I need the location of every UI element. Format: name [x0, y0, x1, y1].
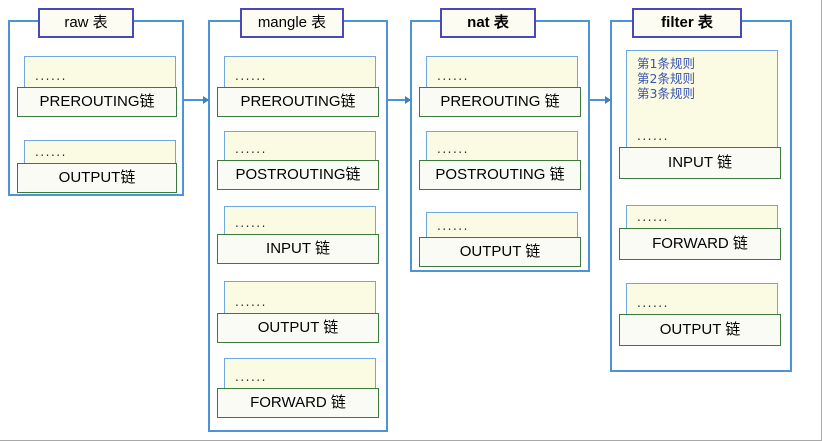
chain-box-mangle-2: INPUT 链 — [217, 234, 379, 264]
chain-box-nat-0: PREROUTING 链 — [419, 87, 581, 117]
arrow-raw-to-mangle — [184, 96, 209, 104]
ellipsis-dots: ...... — [437, 69, 469, 83]
ellipsis-dots: ...... — [637, 296, 669, 310]
ellipsis-dots: ...... — [35, 69, 67, 83]
chain-box-mangle-3: OUTPUT 链 — [217, 313, 379, 343]
ellipsis-dots: ...... — [235, 295, 267, 309]
rule-line: 第3条规则 — [637, 86, 695, 101]
table-title-raw: raw 表 — [38, 8, 134, 38]
chain-box-raw-0: PREROUTING链 — [17, 87, 177, 117]
ellipsis-dots: ...... — [35, 145, 67, 159]
table-title-nat: nat 表 — [440, 8, 536, 38]
ellipsis-dots: ...... — [235, 69, 267, 83]
chain-box-nat-2: OUTPUT 链 — [419, 237, 581, 267]
table-title-mangle: mangle 表 — [240, 8, 344, 38]
ellipsis-dots: ...... — [235, 216, 267, 230]
chain-box-mangle-0: PREROUTING链 — [217, 87, 379, 117]
chain-box-nat-1: POSTROUTING 链 — [419, 160, 581, 190]
chain-box-filter-0: INPUT 链 — [619, 147, 781, 179]
arrow-nat-to-filter — [590, 96, 611, 104]
ellipsis-dots: ...... — [437, 219, 469, 233]
ellipsis-dots: ...... — [437, 142, 469, 156]
table-title-filter: filter 表 — [632, 8, 742, 38]
chain-box-raw-1: OUTPUT链 — [17, 163, 177, 193]
chain-box-mangle-4: FORWARD 链 — [217, 388, 379, 418]
chain-card — [626, 50, 778, 160]
rule-line: 第2条规则 — [637, 71, 695, 86]
chain-box-mangle-1: POSTROUTING链 — [217, 160, 379, 190]
ellipsis-dots: ...... — [235, 370, 267, 384]
ellipsis-dots: ...... — [637, 210, 669, 224]
chain-box-filter-2: OUTPUT 链 — [619, 314, 781, 346]
ellipsis-dots: ...... — [235, 142, 267, 156]
chain-box-filter-1: FORWARD 链 — [619, 228, 781, 260]
rules-list: 第1条规则第2条规则第3条规则 — [637, 56, 695, 101]
arrow-mangle-to-nat — [388, 96, 411, 104]
ellipsis-dots: ...... — [637, 129, 669, 143]
rule-line: 第1条规则 — [637, 56, 695, 71]
